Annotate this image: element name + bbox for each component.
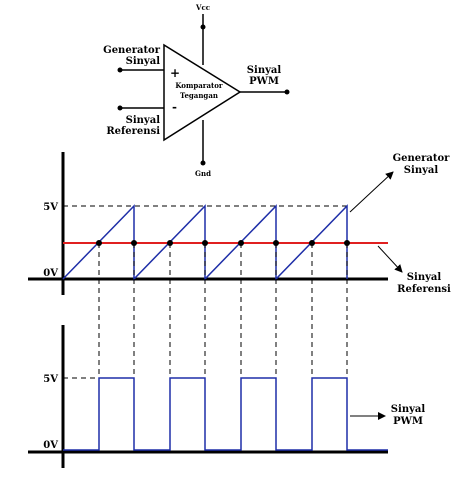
top-plot: 5V 0V Generator Sinyal Sinyal Referensi [28,152,451,295]
callout-generator-line1: Generator [393,153,451,164]
output-terminal [284,89,290,95]
callout-referensi-line1: Sinyal [407,272,442,283]
bottom-5v-tick: 5V [43,374,58,385]
callout-generator-line2: Sinyal [404,165,439,176]
callout-referensi-line2: Referensi [397,284,451,295]
gnd-terminal [200,160,206,166]
comparator-label-line2: Tegangan [180,91,218,100]
input-referensi-label-line2: Referensi [106,126,160,137]
vcc-terminal [200,24,206,30]
output-pwm-label-line2: PWM [249,76,279,87]
generator-callout-arrow [349,171,394,213]
referensi-input-terminal [117,105,123,111]
callout-pwm-line2: PWM [393,416,423,427]
input-generator-label-line1: Generator [103,45,161,56]
referensi-callout-arrow [377,245,403,273]
top-0v-tick: 0V [43,268,58,279]
comparator-label-line1: Komparator [175,81,223,90]
comparator-symbol: Vcc Gnd + - Komparator Tegangan Generato… [103,3,290,178]
top-5v-tick: 5V [43,202,58,213]
projection-guides [98,243,348,378]
pwm-signal-line [63,377,388,451]
comparator-triangle [163,43,242,142]
input-referensi-label-line1: Sinyal [126,115,161,126]
generator-input-terminal [117,67,123,73]
plus-sign: + [170,66,180,80]
minus-sign: - [172,100,177,114]
input-generator-label-line2: Sinyal [126,56,161,67]
callout-pwm-line1: Sinyal [391,404,426,415]
bottom-0v-tick: 0V [43,440,58,451]
output-pwm-label-line1: Sinyal [247,65,282,76]
vcc-label: Vcc [195,3,210,12]
bottom-plot: 5V 0V Sinyal PWM [28,325,425,468]
gnd-label: Gnd [195,169,211,178]
